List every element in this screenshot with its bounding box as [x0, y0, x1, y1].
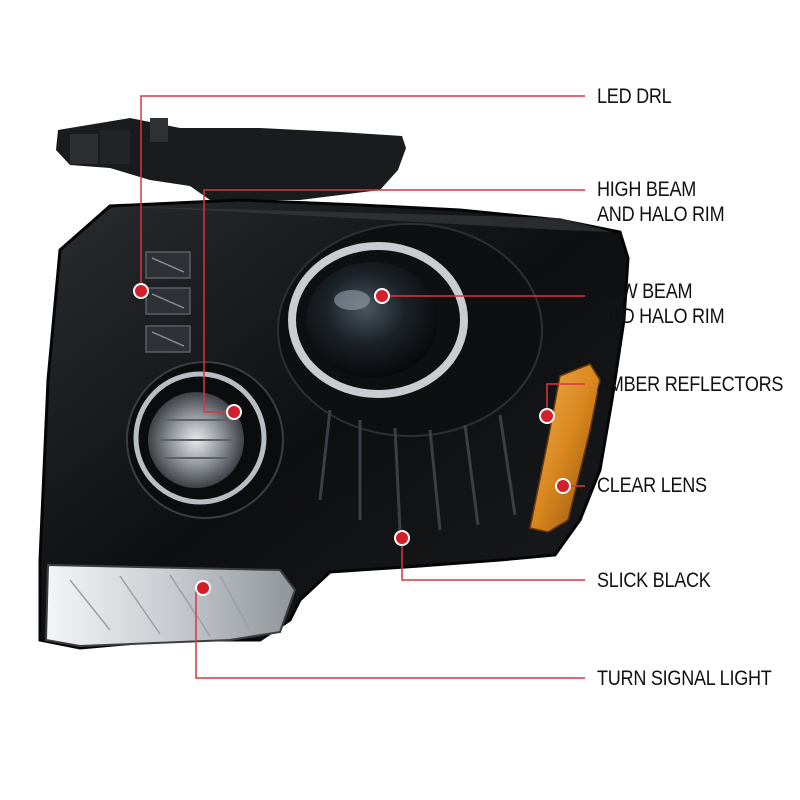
marker-dot-led-drl: [133, 283, 149, 299]
marker-dot-amber-reflectors: [539, 408, 555, 424]
leader-led-drl: [140, 95, 585, 290]
callout-high-beam-line-2: AND HALO RIM: [597, 203, 725, 226]
marker-dot-slick-black: [394, 530, 410, 546]
marker-dot-low-beam: [374, 288, 390, 304]
callout-low-beam-line-2: AND HALO RIM: [597, 305, 725, 328]
marker-dot-clear-lens: [555, 478, 571, 494]
callout-low-beam-line-1: LOW BEAM: [597, 280, 693, 303]
leader-amber-reflectors: [546, 383, 585, 416]
callout-high-beam-line-1: HIGH BEAM: [597, 178, 697, 201]
callout-led-drl-line-1: LED DRL: [597, 85, 672, 108]
callout-low-beam: LOW BEAM AND HALO RIM: [597, 279, 725, 329]
marker-dot-turn-signal: [195, 580, 211, 596]
led-drl-strip: [145, 251, 191, 353]
callout-turn-signal: TURN SIGNAL LIGHT: [597, 666, 772, 691]
callout-markers: [133, 283, 571, 596]
callout-turn-signal-line-1: TURN SIGNAL LIGHT: [597, 667, 772, 690]
marker-dot-high-beam: [226, 404, 242, 420]
leader-slick-black: [401, 538, 585, 581]
callout-amber-reflectors: AMBER REFLECTORS: [597, 372, 783, 397]
callout-slick-black-line-1: SLICK BLACK: [597, 569, 711, 592]
callout-led-drl: LED DRL: [597, 84, 672, 109]
callout-amber-reflectors-line-1: AMBER REFLECTORS: [597, 373, 784, 396]
callout-leader-lines: [140, 95, 585, 679]
reflector-ribs: [318, 409, 517, 531]
high-beam-projector: [126, 361, 284, 519]
leader-high-beam: [203, 189, 585, 413]
callout-clear-lens-line-1: CLEAR LENS: [597, 474, 707, 497]
amber-reflector: [529, 363, 601, 533]
callout-high-beam: HIGH BEAM AND HALO RIM: [597, 177, 725, 227]
turn-signal-lens: [44, 563, 297, 648]
low-beam-projector: [277, 223, 543, 437]
callout-slick-black: SLICK BLACK: [597, 568, 711, 593]
mounting-bracket: [56, 118, 406, 200]
callout-clear-lens: CLEAR LENS: [597, 473, 707, 498]
